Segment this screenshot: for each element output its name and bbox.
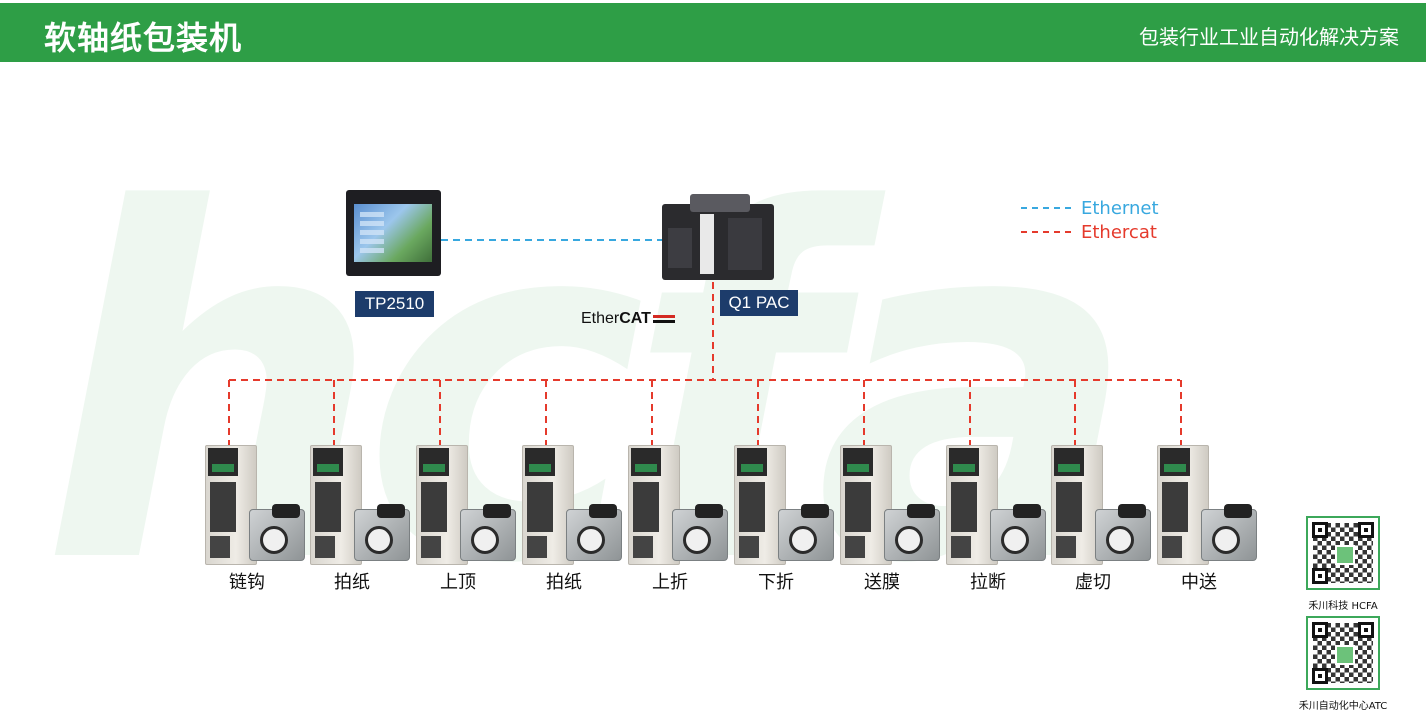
ethercat-swatch xyxy=(1021,231,1071,233)
drive-label: 下折 xyxy=(758,572,794,593)
servo-drive xyxy=(840,445,940,565)
ethercat-drops xyxy=(228,380,1182,446)
hmi-device xyxy=(346,190,441,276)
pac-strip xyxy=(700,214,714,274)
servo-motor xyxy=(1095,504,1151,561)
drive-label: 虚切 xyxy=(1075,572,1111,593)
servo-motor xyxy=(990,504,1046,561)
legend-ethernet-label: Ethernet xyxy=(1081,197,1159,219)
page-subtitle: 包装行业工业自动化解决方案 xyxy=(1139,25,1399,49)
drive-unit xyxy=(628,445,680,565)
drive-unit xyxy=(734,445,786,565)
drive-unit xyxy=(840,445,892,565)
servo-drive xyxy=(734,445,834,565)
servo-drive xyxy=(1157,445,1257,565)
drive-label: 中送 xyxy=(1181,572,1217,593)
legend-ethercat-label: Ethercat xyxy=(1081,221,1157,243)
servo-drive xyxy=(628,445,728,565)
ethercat-logo-prefix: Ether xyxy=(581,310,620,327)
servo-motor xyxy=(1201,504,1257,561)
drive-label: 拍纸 xyxy=(334,572,370,593)
servo-motor xyxy=(884,504,940,561)
drive-label: 上折 xyxy=(652,572,688,593)
servo-drive xyxy=(522,445,622,565)
drive-unit xyxy=(522,445,574,565)
drive-unit xyxy=(416,445,468,565)
servo-motor xyxy=(460,504,516,561)
servo-motor xyxy=(354,504,410,561)
legend: Ethernet Ethercat xyxy=(1021,196,1159,244)
ethernet-swatch xyxy=(1021,207,1071,209)
pac-controller xyxy=(662,194,774,282)
drive-label: 拍纸 xyxy=(546,572,582,593)
hmi-label: TP2510 xyxy=(355,291,434,317)
drive-unit xyxy=(310,445,362,565)
pac-port-right xyxy=(728,218,762,270)
qr-code-hcfa xyxy=(1306,516,1380,590)
qr-label-hcfa: 禾川科技 HCFA xyxy=(1308,601,1378,612)
ethercat-logo: EtherCAT xyxy=(581,310,675,328)
drive-label: 送膜 xyxy=(864,572,900,593)
servo-drive xyxy=(205,445,305,565)
servo-drive xyxy=(946,445,1046,565)
servo-motor xyxy=(249,504,305,561)
header-bar: 软轴纸包装机 包装行业工业自动化解决方案 xyxy=(0,0,1426,62)
servo-motor xyxy=(566,504,622,561)
legend-ethercat: Ethercat xyxy=(1021,220,1159,244)
ethercat-arrows-icon xyxy=(652,314,675,324)
drive-unit xyxy=(205,445,257,565)
pac-fan xyxy=(690,194,750,212)
drive-unit xyxy=(946,445,998,565)
qr-label-atc: 禾川自动化中心ATC xyxy=(1298,701,1388,712)
drive-label: 拉断 xyxy=(970,572,1006,593)
ethercat-logo-bold: CAT xyxy=(619,310,651,327)
servo-motor xyxy=(672,504,728,561)
pac-label: Q1 PAC xyxy=(720,290,798,316)
drive-unit xyxy=(1157,445,1209,565)
servo-drive xyxy=(310,445,410,565)
servo-drive xyxy=(1051,445,1151,565)
servo-drive xyxy=(416,445,516,565)
servo-motor xyxy=(778,504,834,561)
hmi-screen xyxy=(354,204,432,262)
drive-unit xyxy=(1051,445,1103,565)
drive-label: 上顶 xyxy=(440,572,476,593)
qr-code-atc xyxy=(1306,616,1380,690)
page-title: 软轴纸包装机 xyxy=(44,19,243,57)
legend-ethernet: Ethernet xyxy=(1021,196,1159,220)
drive-label: 链钩 xyxy=(229,572,265,593)
pac-port-left xyxy=(668,228,692,268)
